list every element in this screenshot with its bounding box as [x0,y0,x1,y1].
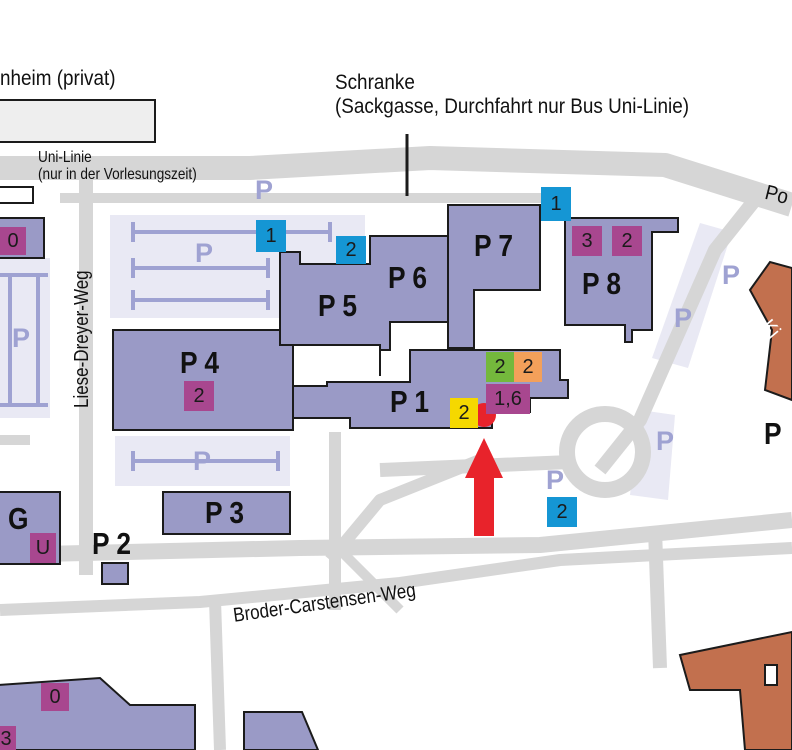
barrier-label: Schranke [335,71,415,94]
building-label-p2: P 2 [92,526,132,561]
entrance-arrow [465,438,503,536]
parking-symbol: P [255,175,274,205]
bus-stop-box [0,186,34,204]
barrier-note: (Sackgasse, Durchfahrt nur Bus Uni-Linie… [335,95,690,118]
building-bottom-left [0,676,196,750]
building-label-g: G [8,501,29,536]
floor-badge: 1 [541,187,571,221]
building-label-p4: P 4 [180,345,220,380]
parking-symbol: P [722,260,741,290]
private-building-label: nheim (privat) [0,67,116,90]
floor-badge: 2 [514,352,542,382]
building-p7 [447,204,541,349]
building-label-p6: P 6 [388,260,428,295]
street-po-partial: Po [762,181,791,209]
building-label-p-right: P [764,416,782,451]
uni-line-note: (nur in der Vorlesungszeit) [38,166,197,183]
floor-badge: 3 [572,226,602,256]
uni-line-label: Uni-Linie [38,149,92,166]
floor-badge: 2 [184,381,214,411]
brown-building-right [748,260,792,402]
parking-symbol: P [656,426,675,456]
building-bottom-mid [243,711,320,750]
floor-badge: 2 [336,236,366,264]
private-building [0,99,156,143]
road-east [594,191,764,475]
building-label-p7: P 7 [474,228,514,263]
brown-building-connector [764,664,778,686]
street-liese-dreyer-weg: Liese-Dreyer-Weg [71,270,93,408]
parking-symbol: P [674,303,693,333]
road-south-east [648,529,667,669]
floor-badge: U [30,533,56,563]
building-p3 [162,491,291,535]
building-p4 [112,329,294,431]
parking-bays [0,222,332,471]
floor-badge: 2 [612,226,642,256]
brown-building-bottom [678,630,792,750]
building-p2-small [101,562,129,585]
floor-badge: 1,6 [486,384,530,414]
road-path [336,546,404,614]
roundabout [559,406,651,498]
parking-symbol: P [195,238,214,268]
building-label-p3: P 3 [205,495,245,530]
road-south-west [209,599,226,750]
floor-badge: 2 [486,352,514,382]
road-broder-carstensen-weg [0,542,792,616]
building-label-p8: P 8 [582,266,622,301]
parking-symbol: P [12,323,31,353]
floor-badge: 0 [41,683,69,711]
parking-symbol: P [193,446,212,476]
floor-badge: 2 [547,497,577,527]
floor-badge: 0 [0,227,26,255]
road-main-south [0,512,792,563]
building-label-p1: P 1 [390,384,430,419]
floor-badge: 3 [0,726,16,750]
floor-badge: 1 [256,220,286,252]
road-north [0,146,792,217]
floor-badge: 2 [450,398,478,428]
building-label-p5: P 5 [318,288,358,323]
parking-symbol: P [546,465,565,495]
